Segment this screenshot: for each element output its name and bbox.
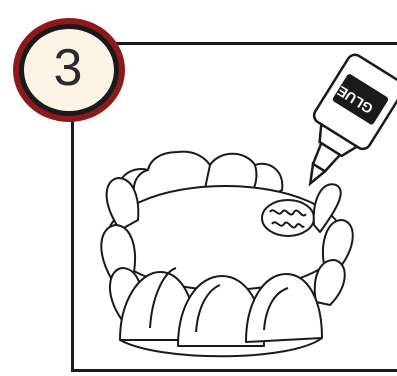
glue-bottle bbox=[281, 52, 397, 200]
bowl-inner bbox=[107, 186, 343, 290]
bowl-front-petals bbox=[120, 268, 322, 346]
glue-spot bbox=[262, 200, 314, 236]
step-number: 3 bbox=[20, 24, 116, 112]
